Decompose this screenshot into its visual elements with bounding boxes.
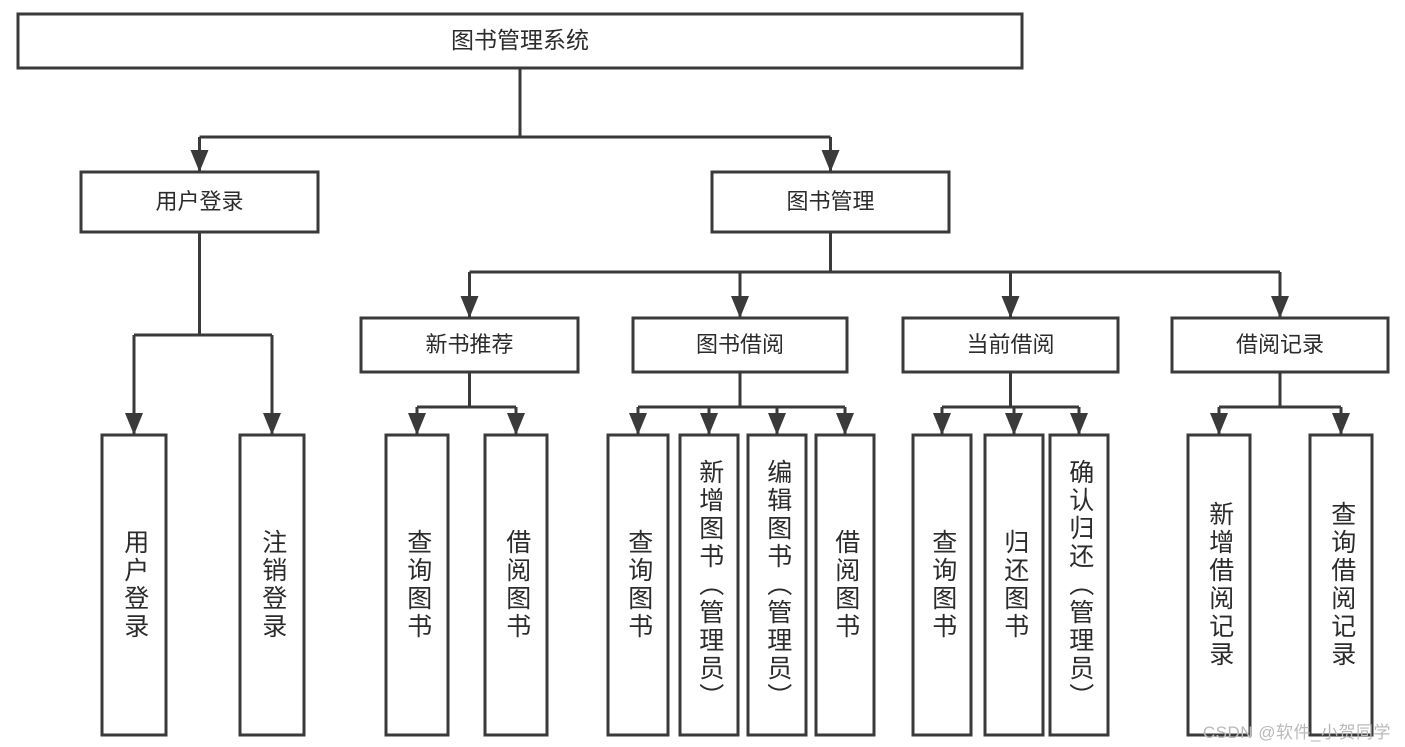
leaf-box-user-login-leaf: [100, 433, 168, 737]
node-label-borrow-record: 借阅记录: [1236, 332, 1324, 357]
node-box-borrow-record: [1170, 316, 1390, 374]
leaf-box-cb-confirm-return: [1048, 433, 1110, 737]
leaf-box-nbr-query-book: [384, 433, 450, 737]
leaf-box-bb-add-book: [678, 433, 740, 737]
arrow-head-icon: [507, 413, 525, 435]
node-box-new-book-recommend: [359, 316, 580, 374]
leaf-box-cb-return-book: [983, 433, 1045, 737]
leaf-box-nbr-borrow-book: [483, 433, 549, 737]
connector-layer: [125, 68, 1350, 435]
node-box-user-login: [79, 170, 320, 234]
node-label-book-manage: 图书管理: [786, 189, 874, 214]
arrow-head-icon: [1332, 413, 1350, 435]
leaf-box-user-logout-leaf: [238, 433, 306, 737]
arrow-head-icon: [408, 413, 426, 435]
node-box-book-borrow: [631, 316, 849, 374]
arrow-head-icon: [1005, 413, 1023, 435]
node-label-new-book-recommend: 新书推荐: [425, 332, 513, 357]
arrow-head-icon: [821, 150, 840, 172]
leaf-box-br-add-record: [1186, 433, 1252, 737]
arrow-head-icon: [629, 413, 647, 435]
arrow-head-icon: [731, 296, 749, 318]
arrow-head-icon: [1001, 296, 1020, 318]
node-label-book-borrow: 图书借阅: [696, 332, 784, 357]
arrow-head-icon: [1271, 296, 1289, 318]
leaf-box-bb-query-book: [606, 433, 670, 737]
arrow-head-icon: [933, 413, 951, 435]
leaf-box-bb-edit-book: [746, 433, 808, 737]
leaf-box-bb-borrow-book: [814, 433, 876, 737]
arrow-head-icon: [125, 413, 143, 435]
root-node-box: [16, 12, 1024, 70]
leaf-box-cb-query-book: [911, 433, 973, 737]
arrow-head-icon: [460, 296, 479, 318]
node-box-current-borrow: [901, 316, 1120, 374]
arrow-head-icon: [263, 413, 281, 435]
node-label-current-borrow: 当前借阅: [966, 332, 1054, 357]
arrow-head-icon: [768, 413, 786, 435]
arrow-head-icon: [700, 413, 718, 435]
arrow-head-icon: [190, 150, 209, 172]
leaf-box-br-query-record: [1308, 433, 1374, 737]
arrow-head-icon: [836, 413, 854, 435]
box-layer: [16, 12, 1390, 737]
node-box-book-manage: [710, 170, 951, 234]
arrow-head-icon: [1070, 413, 1088, 435]
arrow-head-icon: [1210, 413, 1228, 435]
node-label-user-login: 用户登录: [155, 189, 243, 214]
root-node-label: 图书管理系统: [451, 27, 589, 53]
